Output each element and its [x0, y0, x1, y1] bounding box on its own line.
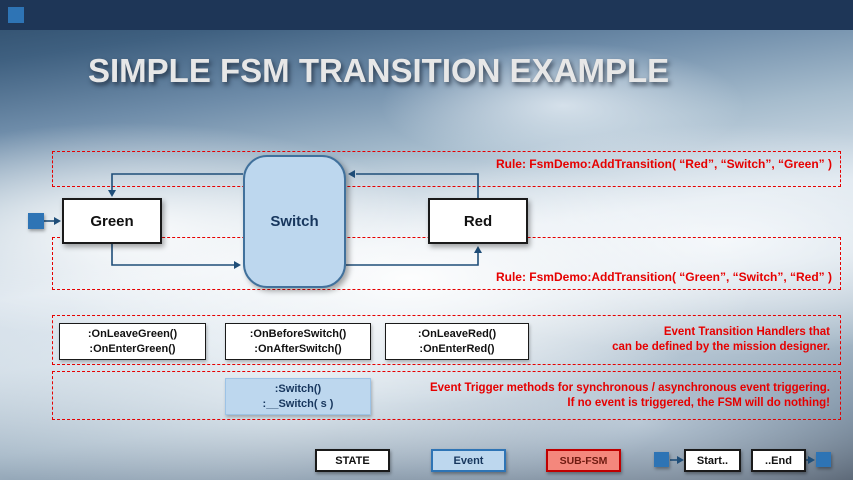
- slide-title: SIMPLE FSM TRANSITION EXAMPLE: [88, 52, 670, 89]
- triggers-note-line2: If no event is triggered, the FSM will d…: [567, 396, 830, 409]
- topbar-accent-square: [8, 7, 24, 23]
- state-label-red: Red: [463, 212, 493, 230]
- fsm-start-marker-square: [28, 213, 44, 229]
- trigger-box-switch: :Switch() :__Switch( s ): [225, 378, 371, 415]
- triggers-note: Event Trigger methods for synchronous / …: [430, 372, 830, 419]
- handler-line-leave-red: :OnLeaveRed(): [417, 327, 497, 340]
- rule-label-top: Rule: FsmDemo:AddTransition( “Red”, “Swi…: [495, 157, 832, 171]
- trigger-line-switch-async: :__Switch( s ): [262, 397, 334, 410]
- legend-end-box: ..End: [751, 449, 806, 472]
- handlers-region: :OnLeaveGreen() :OnEnterGreen() :OnBefor…: [52, 315, 841, 365]
- handler-box-red: :OnLeaveRed() :OnEnterRed(): [385, 323, 529, 360]
- trigger-line-switch: :Switch(): [274, 382, 322, 395]
- handler-box-switch: :OnBeforeSwitch() :OnAfterSwitch(): [225, 323, 371, 360]
- state-label-green: Green: [90, 212, 134, 230]
- handlers-note-line2: can be defined by the mission designer.: [612, 341, 830, 353]
- rule-region-bottom: Rule: FsmDemo:AddTransition( “Green”, “S…: [52, 237, 841, 290]
- rule-label-bottom: Rule: FsmDemo:AddTransition( “Green”, “S…: [495, 270, 832, 284]
- triggers-region: :Switch() :__Switch( s ) Event Trigger m…: [52, 371, 841, 420]
- top-navy-bar: [0, 0, 853, 30]
- handler-line-enter-green: :OnEnterGreen(): [89, 342, 176, 355]
- handler-line-leave-green: :OnLeaveGreen(): [87, 327, 178, 340]
- handler-line-before-switch: :OnBeforeSwitch(): [249, 327, 347, 340]
- legend-subfsm-box: SUB-FSM: [546, 449, 621, 472]
- handlers-note-line1: Event Transition Handlers that: [663, 326, 830, 338]
- legend-end-square: [816, 452, 831, 467]
- handlers-note: Event Transition Handlers that can be de…: [612, 316, 830, 364]
- handler-box-green: :OnLeaveGreen() :OnEnterGreen(): [59, 323, 206, 360]
- state-box-red: Red: [428, 198, 528, 244]
- event-box-switch: Switch: [243, 155, 346, 288]
- legend-start-box: Start..: [684, 449, 741, 472]
- triggers-note-line1: Event Trigger methods for synchronous / …: [429, 381, 830, 394]
- handler-line-enter-red: :OnEnterRed(): [419, 342, 495, 355]
- state-box-green: Green: [62, 198, 162, 244]
- legend-event-box: Event: [431, 449, 506, 472]
- legend-start-square: [654, 452, 669, 467]
- legend-state-box: STATE: [315, 449, 390, 472]
- handler-line-after-switch: :OnAfterSwitch(): [254, 342, 342, 355]
- event-label-switch: Switch: [270, 213, 319, 230]
- rule-region-top: Rule: FsmDemo:AddTransition( “Red”, “Swi…: [52, 151, 841, 187]
